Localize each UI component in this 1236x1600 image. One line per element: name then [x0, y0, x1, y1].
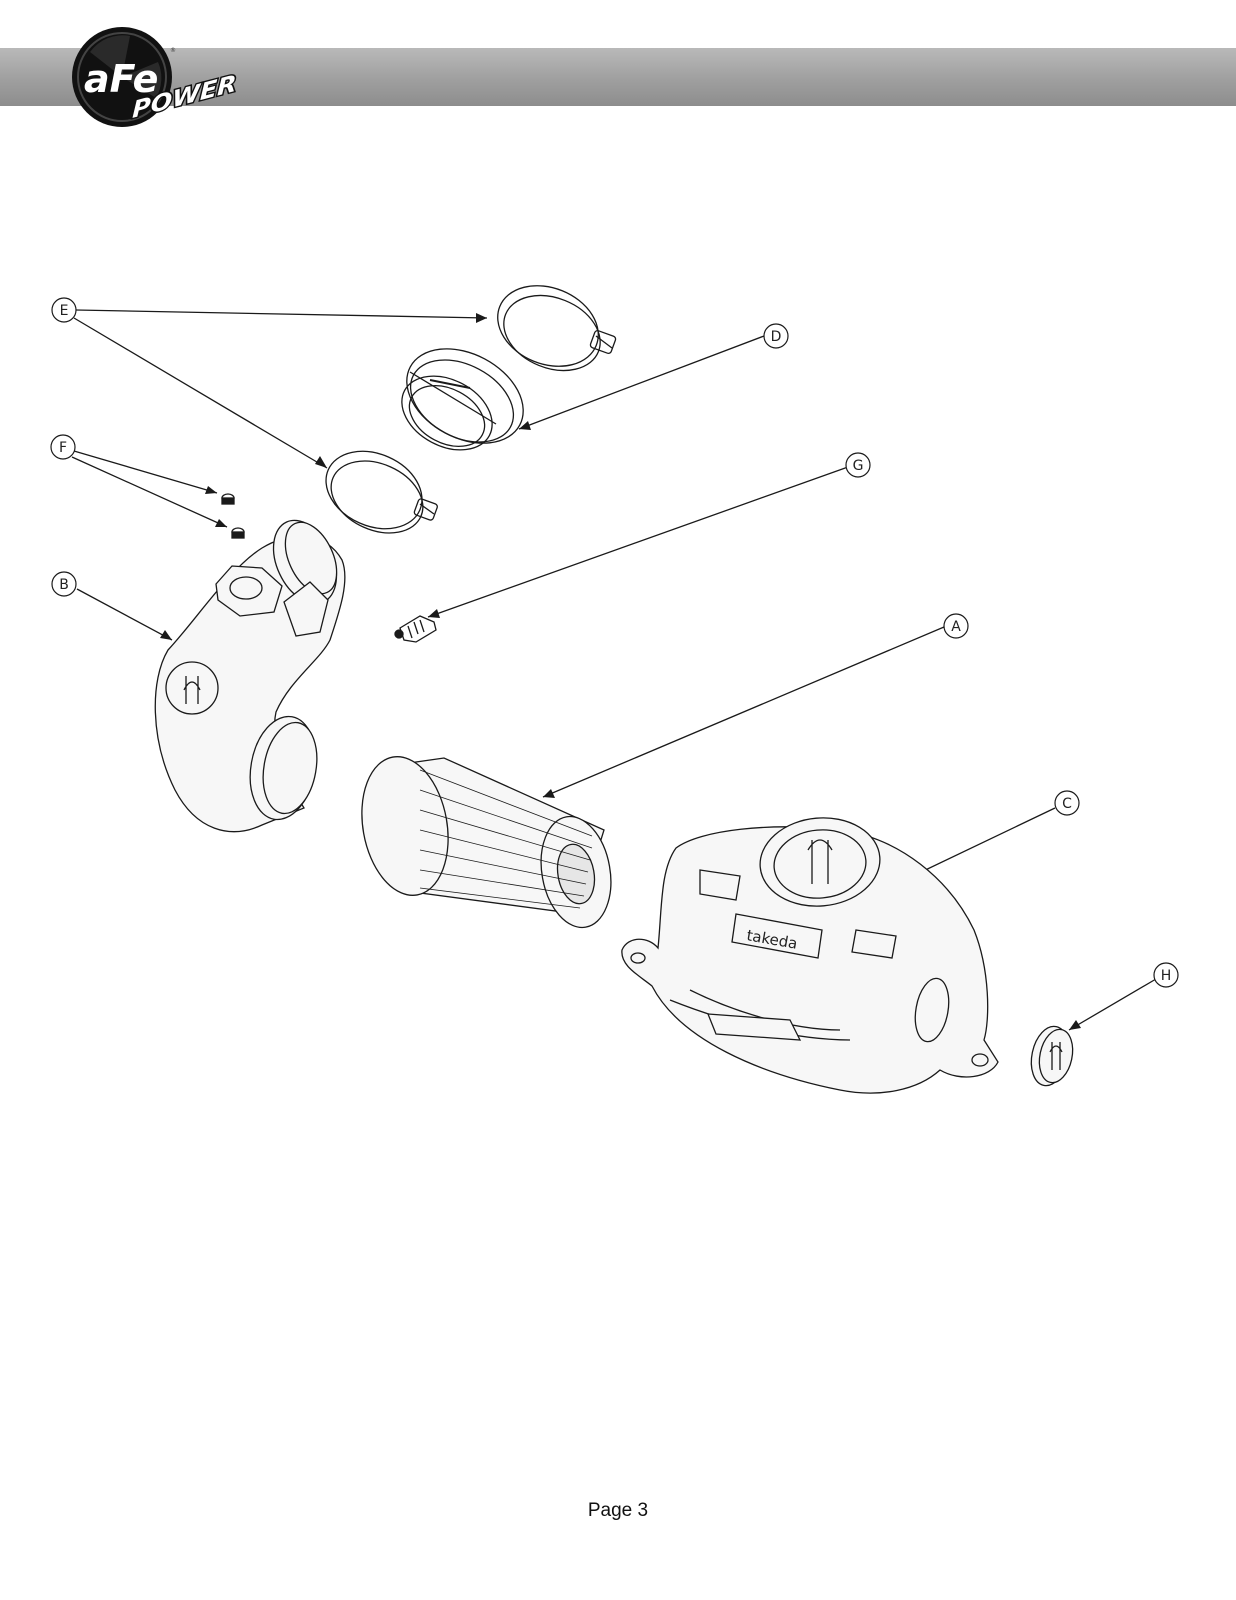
plug: [1030, 1025, 1074, 1087]
screws: [221, 493, 245, 539]
svg-text:B: B: [59, 577, 69, 593]
callout-c: C: [1054, 790, 1080, 816]
svg-text:®: ®: [170, 47, 176, 54]
page-number: Page 3: [587, 1500, 649, 1521]
svg-text:E: E: [60, 303, 69, 319]
afe-power-logo-icon: aFe POWER ®: [72, 27, 239, 127]
callout-f: F: [50, 434, 76, 460]
svg-text:G: G: [853, 458, 864, 474]
callout-h: H: [1153, 962, 1179, 988]
logo-wordmark-afe: aFe: [84, 57, 158, 101]
coupler: [401, 348, 524, 451]
intake-tube: [154, 519, 346, 833]
callout-e: E: [51, 297, 77, 323]
svg-text:C: C: [1062, 796, 1072, 812]
header-bar: [0, 48, 1236, 106]
callout-b: B: [51, 571, 77, 597]
callout-a: A: [943, 613, 969, 639]
air-box-housing: [621, 817, 999, 1094]
afe-power-logo: aFe POWER ®: [70, 22, 250, 132]
svg-text:D: D: [771, 329, 782, 345]
svg-text:A: A: [951, 619, 961, 635]
callout-d: D: [763, 323, 789, 349]
air-filter: [361, 756, 612, 929]
svg-text:H: H: [1161, 968, 1172, 984]
callout-labels: E D F G B A C H: [50, 297, 1179, 988]
svg-text:F: F: [59, 440, 67, 456]
callout-g: G: [845, 452, 871, 478]
fitting: [394, 615, 437, 643]
hose-clamp-lower: [325, 450, 438, 534]
hose-clamp-upper: [497, 285, 617, 372]
